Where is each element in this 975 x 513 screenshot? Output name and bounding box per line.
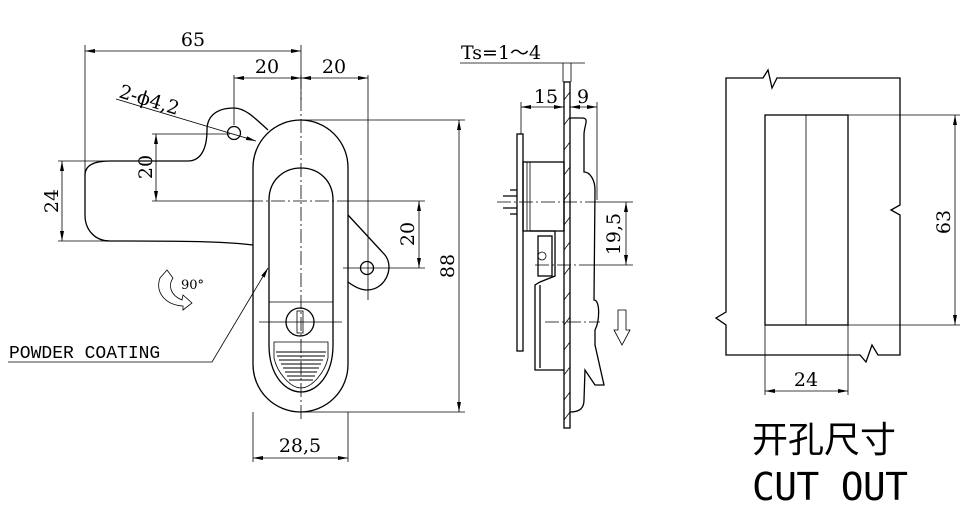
cutout-title-cn: 开孔尺寸 xyxy=(752,420,896,461)
backplate xyxy=(516,133,524,352)
dim-front-depth: 9 xyxy=(577,86,589,108)
handle-lever xyxy=(84,107,269,246)
screw xyxy=(503,189,517,215)
screw-head xyxy=(537,251,547,261)
thickness-label: Ts=1～4 xyxy=(461,42,541,64)
hole-spec: 2-ϕ4,2 xyxy=(117,81,182,120)
cutout-dim-width: 24 xyxy=(794,369,818,391)
cutout-hole xyxy=(764,114,849,326)
handle-slot xyxy=(268,167,334,393)
dim-body-height: 88 xyxy=(437,254,459,278)
dim-handle-height: 24 xyxy=(41,189,63,213)
mounting-hole-left xyxy=(226,125,242,141)
dim-body-width: 28,5 xyxy=(279,435,321,457)
cutout-panel-outline xyxy=(714,68,901,364)
rotation-label: 90° xyxy=(181,278,204,293)
front-view: 65 20 20 2-ϕ4,2 24 20 20 88 28,5 90° POW… xyxy=(8,29,465,462)
rotation-arrow-icon xyxy=(158,269,193,311)
dim-overall-width: 65 xyxy=(181,29,205,51)
dim-back-depth: 15 xyxy=(534,86,558,108)
lock-body xyxy=(252,119,349,413)
dim-right-hole: 20 xyxy=(322,56,346,78)
cutout-title-en: CUT OUT xyxy=(752,465,908,509)
dim-hole-offset-right: 20 xyxy=(397,222,419,246)
cutout-view: 63 24 开孔尺寸 CUT OUT xyxy=(714,68,960,509)
dim-left-hole: 20 xyxy=(255,56,279,78)
dim-screw-offset: 19,5 xyxy=(603,213,625,255)
dim-hole-offset-left: 20 xyxy=(135,155,157,179)
cutout-dim-height: 63 xyxy=(933,210,955,234)
panel xyxy=(563,81,571,429)
side-view: Ts=1～4 15 9 xyxy=(460,42,633,429)
cam-housing xyxy=(522,161,565,232)
finish-label: POWDER COATING xyxy=(9,344,160,364)
right-lug xyxy=(347,214,390,291)
down-arrow-icon xyxy=(613,309,631,346)
